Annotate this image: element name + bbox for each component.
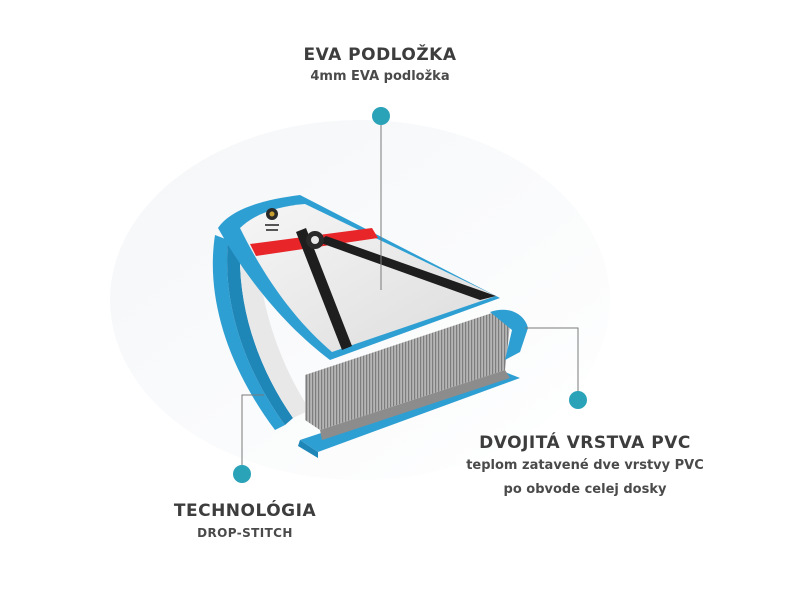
eva-subtitle: 4mm EVA podložka bbox=[310, 69, 450, 84]
inner-white-rail bbox=[239, 248, 310, 418]
black-stripe-left bbox=[296, 228, 352, 350]
dropstitch-marker-dot bbox=[233, 465, 251, 483]
eva-marker-dot bbox=[372, 107, 390, 125]
drop-stitch-core bbox=[305, 312, 510, 430]
pvc-marker-dot bbox=[569, 391, 587, 409]
right-pvc-rail bbox=[490, 309, 528, 360]
pvc-line-1: teplom zatavené dve vrstvy PVC bbox=[466, 458, 704, 473]
dropstitch-title: TECHNOLÓGIA bbox=[173, 501, 317, 521]
pvc-callout: DVOJITÁ VRSTVA PVC teplom zatavené dve v… bbox=[440, 432, 730, 502]
eva-title: EVA PODLOŽKA bbox=[303, 45, 457, 65]
dropstitch-callout: TECHNOLÓGIA DROP-STITCH bbox=[150, 500, 340, 544]
dropstitch-leader-line bbox=[241, 394, 264, 470]
dropstitch-subtitle: DROP-STITCH bbox=[197, 526, 293, 540]
eva-callout: EVA PODLOŽKA 4mm EVA podložka bbox=[270, 44, 490, 88]
black-stripe-right bbox=[318, 236, 496, 300]
pvc-line-2: po obvode celej dosky bbox=[503, 482, 667, 497]
outer-pvc-rail bbox=[212, 235, 285, 430]
pvc-leader-line bbox=[525, 327, 579, 400]
pvc-title: DVOJITÁ VRSTVA PVC bbox=[479, 433, 691, 453]
